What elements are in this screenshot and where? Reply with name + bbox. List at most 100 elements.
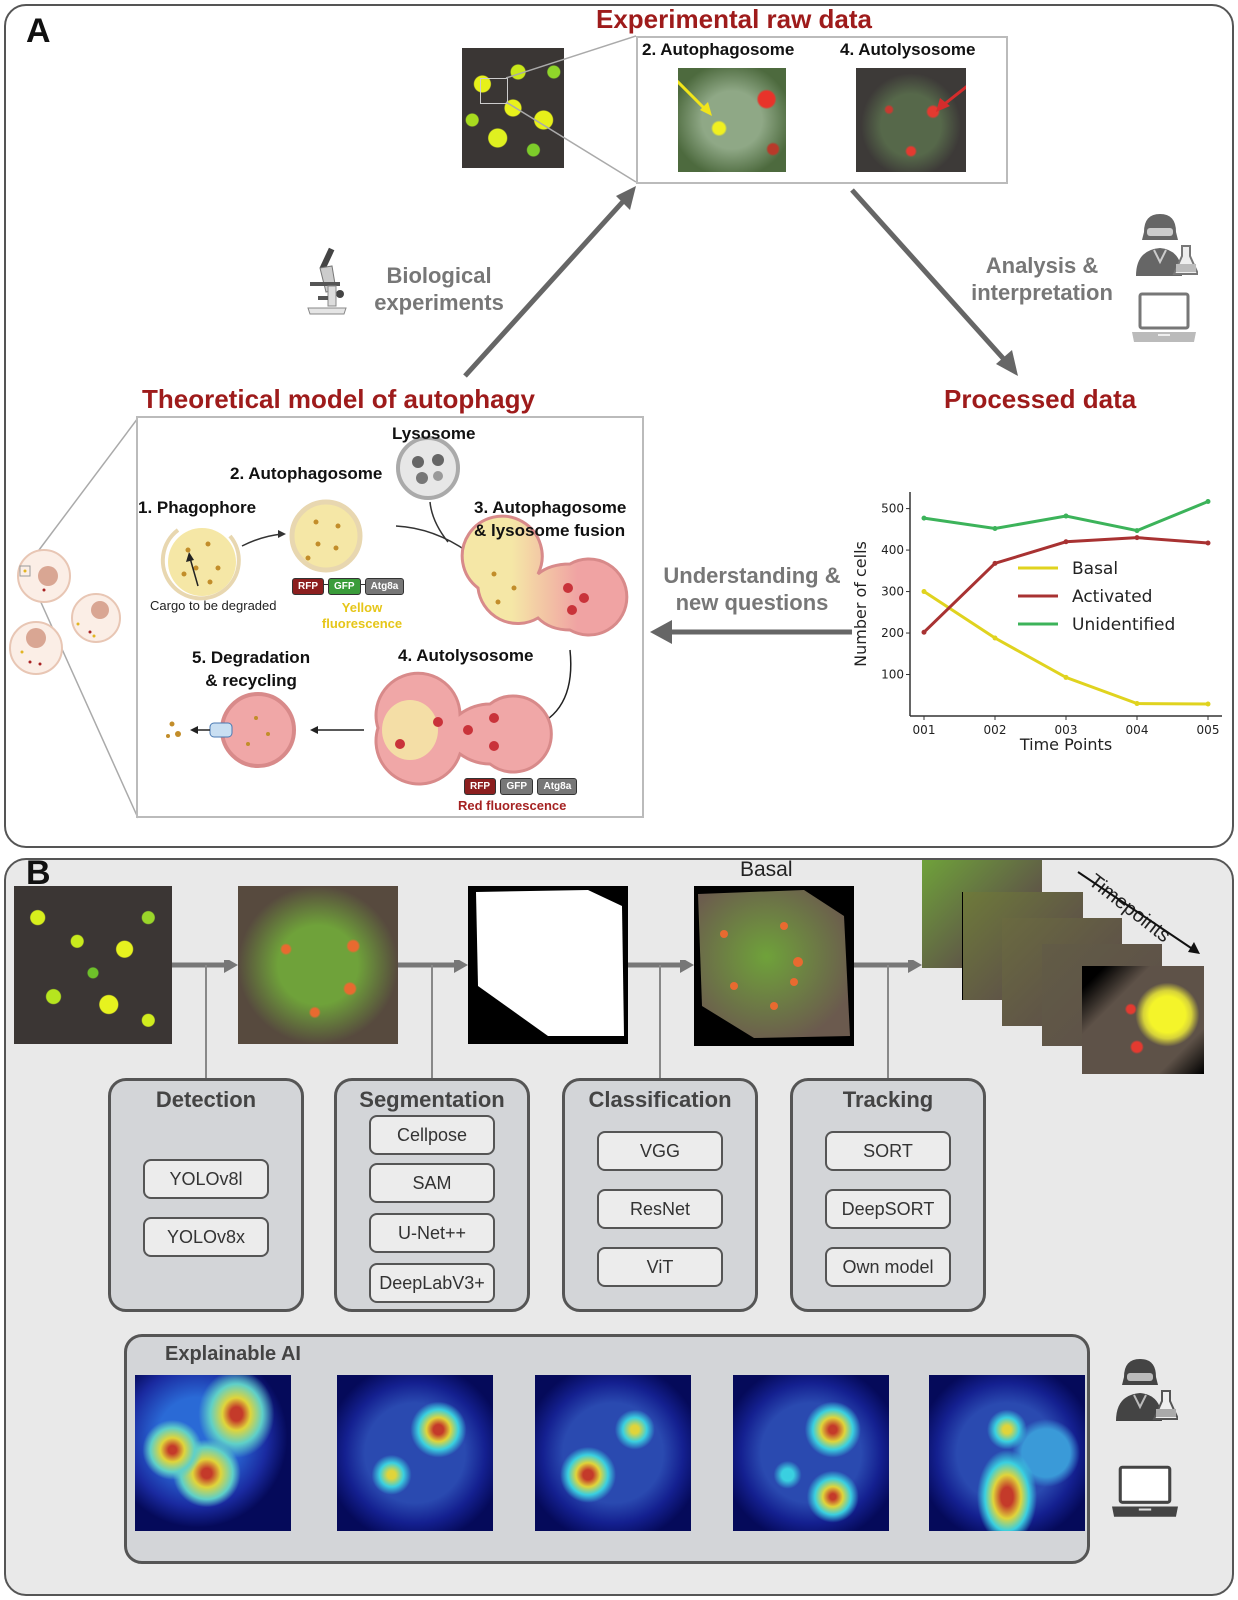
- segmentation-title: Segmentation: [359, 1087, 505, 1112]
- detection-title: Detection: [155, 1087, 257, 1112]
- raw-data-title: Experimental raw data: [596, 4, 872, 34]
- autolysosome-micrograph: [856, 68, 966, 172]
- data-point-activated: [1063, 539, 1069, 545]
- data-point-basal: [1205, 701, 1211, 707]
- data-point-unidentified: [921, 515, 927, 521]
- model-unetpp[interactable]: U-Net++: [369, 1213, 495, 1253]
- x-tick-label: 002: [984, 723, 1007, 737]
- segmentation-mask-image: [468, 886, 628, 1044]
- yellow-line-2: fluorescence: [321, 616, 403, 631]
- input-micrograph: [14, 886, 172, 1044]
- timepoints-arrow: [1077, 871, 1200, 954]
- raw-inset-label-autolysosome: 4. Autolysosome: [840, 40, 976, 59]
- data-point-unidentified: [1134, 528, 1140, 534]
- data-point-unidentified: [1063, 513, 1069, 519]
- y-axis-label: Number of cells: [851, 541, 870, 667]
- x-axis-label: Time Points: [1019, 735, 1112, 754]
- series-line-basal: [923, 590, 1209, 706]
- model-own[interactable]: Own model: [825, 1247, 951, 1287]
- xai-title: Explainable AI: [165, 1343, 301, 1365]
- analysis-line-2: interpretation: [971, 280, 1113, 305]
- data-point-basal: [1134, 701, 1140, 707]
- understanding-line-1: Understanding &: [663, 563, 841, 588]
- rfp-tag: RFP: [292, 578, 324, 595]
- zoom-region-box: [480, 78, 508, 104]
- classification-box: Classification VGG ResNet ViT: [562, 1078, 758, 1312]
- tracking-box: Tracking SORT DeepSORT Own model: [790, 1078, 986, 1312]
- classified-cell-image: [694, 886, 854, 1046]
- model-cellpose[interactable]: Cellpose: [369, 1115, 495, 1155]
- cell-thumbnails: [9, 549, 121, 675]
- atg8a-tag: Atg8a: [364, 578, 405, 595]
- analysis-line-1: Analysis &: [985, 253, 1099, 278]
- step3-label: 3. Autophagosome & lysosome fusion: [474, 496, 626, 542]
- overview-micrograph: [462, 48, 564, 168]
- model-vit[interactable]: ViT: [597, 1247, 723, 1287]
- model-sort[interactable]: SORT: [825, 1131, 951, 1171]
- biological-experiments-label: Biological experiments: [366, 262, 512, 316]
- x-tick-label: 004: [1126, 723, 1149, 737]
- theoretical-model-title: Theoretical model of autophagy: [142, 384, 535, 414]
- step5-label: 5. Degradation & recycling: [192, 646, 310, 692]
- model-sam[interactable]: SAM: [369, 1163, 495, 1203]
- gfp-tag: GFP: [328, 578, 361, 595]
- xai-heatmap-2: [337, 1375, 493, 1531]
- xai-heatmap-4: [733, 1375, 889, 1531]
- data-point-activated: [1134, 535, 1140, 541]
- understanding-line-2: new questions: [675, 590, 829, 615]
- yellow-line-1: Yellow: [341, 600, 383, 615]
- xai-heatmap-1: [135, 1375, 291, 1531]
- model-yolov8l[interactable]: YOLOv8l: [143, 1159, 269, 1199]
- step5-line-2: & recycling: [205, 671, 297, 690]
- model-deepsort[interactable]: DeepSORT: [825, 1189, 951, 1229]
- explainable-ai-box: Explainable AI: [124, 1334, 1090, 1564]
- data-point-activated: [992, 560, 998, 566]
- step3-line-2: & lysosome fusion: [474, 521, 626, 540]
- model-resnet[interactable]: ResNet: [597, 1189, 723, 1229]
- scientist-icon-b: [1114, 1356, 1180, 1424]
- tracking-title: Tracking: [842, 1087, 934, 1112]
- y-tick-label: 500: [881, 502, 904, 516]
- data-point-basal: [921, 589, 927, 595]
- panel-b-letter: B: [26, 854, 51, 892]
- x-tick-label: 001: [913, 723, 936, 737]
- detected-cell-image: [238, 886, 398, 1044]
- model-deeplabv3plus[interactable]: DeepLabV3+: [369, 1263, 495, 1303]
- model-vgg[interactable]: VGG: [597, 1131, 723, 1171]
- detection-box: Detection YOLOv8l YOLOv8x: [108, 1078, 304, 1312]
- data-point-activated: [921, 629, 927, 635]
- data-point-basal: [992, 635, 998, 641]
- xai-heatmap-5: [929, 1375, 1085, 1531]
- x-tick-label: 005: [1197, 723, 1220, 737]
- y-tick-label: 400: [881, 543, 904, 557]
- scientist-icon: [1134, 212, 1200, 278]
- atg8a-tag-gray: Atg8a: [537, 778, 578, 795]
- processed-data-title: Processed data: [944, 384, 1137, 414]
- yellow-fluorescence-label: Yellow fluorescence: [314, 600, 410, 632]
- step1-label: 1. Phagophore: [138, 498, 257, 517]
- raw-inset-label-autophagosome: 2. Autophagosome: [642, 40, 795, 59]
- x-tick-label: 003: [1055, 723, 1078, 737]
- model-yolov8x[interactable]: YOLOv8x: [143, 1217, 269, 1257]
- data-point-basal: [1063, 674, 1069, 680]
- microscope-icon: [306, 246, 348, 318]
- gfp-tag-gray: GFP: [500, 778, 534, 795]
- cargo-label: Cargo to be degraded: [150, 598, 277, 613]
- data-point-unidentified: [992, 526, 998, 532]
- data-point-activated: [1205, 540, 1211, 546]
- classification-title: Classification: [588, 1087, 732, 1112]
- autophagy-illustration: [160, 436, 629, 786]
- legend-label-activated: Activated: [1072, 587, 1152, 607]
- bio-exp-line-2: experiments: [374, 290, 504, 315]
- y-tick-label: 100: [881, 668, 904, 682]
- pipeline-arrows: [172, 960, 922, 1078]
- data-point-unidentified: [1205, 499, 1211, 505]
- y-tick-label: 300: [881, 585, 904, 599]
- laptop-icon-b: [1112, 1458, 1178, 1526]
- basal-label: Basal: [740, 858, 793, 881]
- laptop-icon: [1132, 292, 1196, 344]
- legend-label-basal: Basal: [1072, 559, 1118, 579]
- lysosome-label: Lysosome: [392, 424, 476, 443]
- panel-a-letter: A: [26, 12, 51, 50]
